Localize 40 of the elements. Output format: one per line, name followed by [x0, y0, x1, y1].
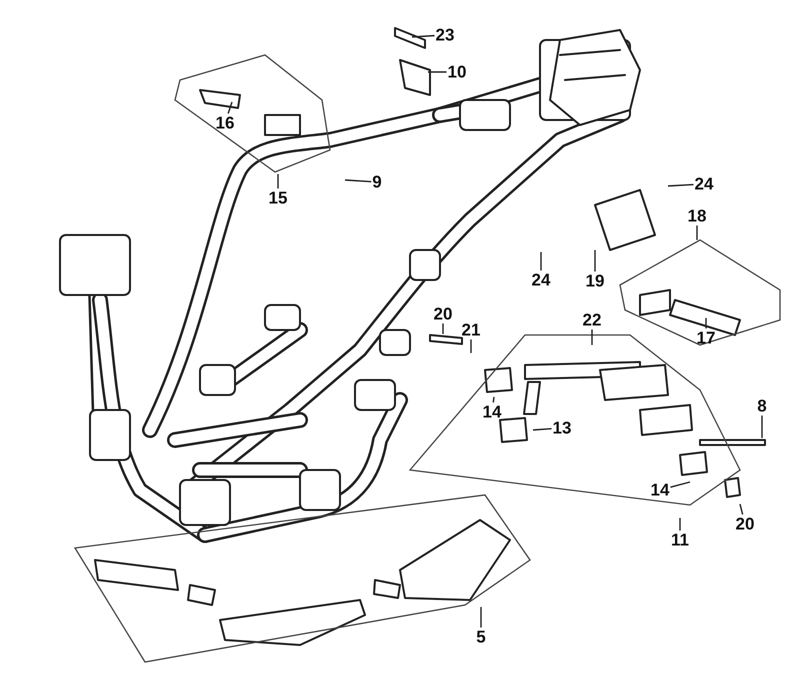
leader-line	[277, 174, 279, 188]
leader-line	[670, 481, 690, 488]
callout-number: 19	[584, 272, 606, 290]
leader-line	[428, 71, 447, 73]
leader-line	[591, 330, 593, 345]
callout-number: 9	[371, 172, 383, 192]
callout-number: 24	[694, 174, 714, 194]
leader-line	[480, 607, 482, 628]
leader-line	[696, 226, 698, 240]
callout-number: 13	[552, 418, 572, 438]
leader-line	[540, 252, 542, 270]
callout-number: 5	[475, 628, 487, 646]
callout-number: 20	[734, 514, 756, 534]
leader-line	[705, 318, 707, 328]
callout-number: 15	[268, 188, 288, 208]
leader-line	[412, 34, 435, 38]
leader-line	[761, 416, 763, 438]
callout-number: 10	[446, 62, 468, 82]
leader-line	[228, 102, 233, 114]
callout-number: 23	[434, 26, 456, 44]
callout-number: 17	[696, 328, 716, 348]
leader-line	[679, 518, 681, 530]
leader-line	[739, 504, 744, 515]
leader-line	[470, 340, 472, 353]
leader-line	[492, 396, 495, 403]
leader-line	[594, 250, 596, 272]
leader-line	[668, 184, 694, 187]
callout-number: 24	[530, 270, 552, 290]
leader-line	[442, 324, 444, 334]
leader-line	[532, 428, 552, 431]
callout-number: 14	[482, 402, 502, 422]
callout-number: 18	[686, 206, 708, 226]
leader-line	[344, 179, 372, 182]
callout-number: 22	[582, 310, 602, 330]
callout-number: 21	[460, 320, 482, 340]
callout-number: 11	[670, 530, 690, 550]
callout-number: 14	[650, 480, 670, 500]
callout-number: 20	[432, 304, 454, 324]
callout-number: 16	[214, 114, 236, 132]
callout-number: 8	[756, 396, 768, 416]
